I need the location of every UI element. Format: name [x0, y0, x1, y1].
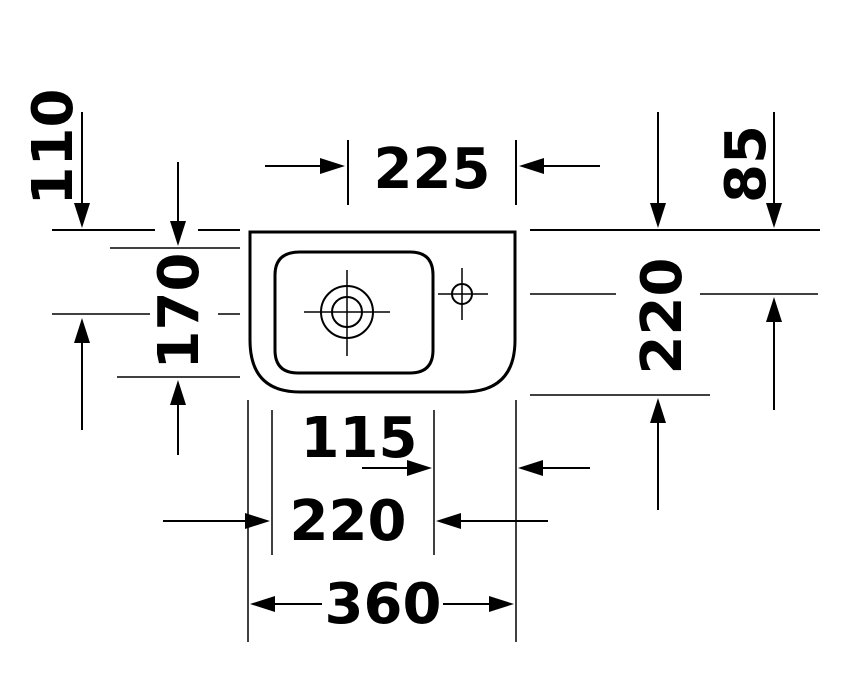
label-bowl-width: 220	[290, 489, 407, 554]
label-overall-width: 360	[325, 572, 442, 637]
dimension-arrows	[74, 112, 782, 612]
basin-outline	[248, 230, 517, 394]
label-left-top-offset: 110	[21, 89, 86, 206]
label-top-width: 225	[374, 137, 491, 202]
extension-lines	[52, 140, 820, 642]
tap-hole-symbol	[438, 268, 488, 320]
label-overall-depth: 220	[630, 258, 695, 375]
label-bowl-depth: 170	[147, 253, 212, 370]
drain-symbol	[304, 270, 390, 356]
label-right-top-offset: 85	[714, 125, 779, 203]
label-tap-offset: 115	[301, 406, 418, 471]
